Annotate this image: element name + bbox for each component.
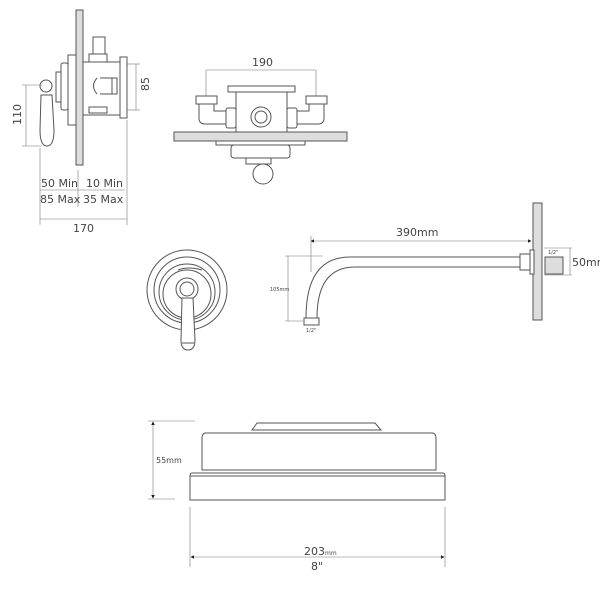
head-diameter-inch-label: 8" [311,560,323,573]
shower-head-view: 55mm 203mm 8" [148,420,446,573]
arm-drop-label: 105mm [270,287,289,293]
valve-top-view: 190 [173,56,348,185]
head-diameter-label: 203mm [304,545,337,558]
left-max-label: 85 Max [40,193,81,206]
valve-height-85-label: 85 [139,77,152,91]
right-max-label: 35 Max [83,193,124,206]
shower-arm-view: 390mm 50mm 1/2" 105mm 1/2" [270,202,600,334]
valve-width-170-label: 170 [73,222,94,235]
left-min-label: 50 Min [41,177,78,190]
right-min-label: 10 Min [86,177,123,190]
valve-side-view: 85 110 50 Min 10 Min 85 Max 35 Max 170 [11,9,152,235]
head-height-label: 55mm [156,456,182,465]
valve-height-110-label: 110 [11,104,24,125]
outlet-thread-label: 1/2" [306,328,316,334]
inlet-thread-label: 1/2" [548,250,558,256]
valve-width-190-label: 190 [252,56,273,69]
inlet-length-label: 50mm [572,256,600,269]
arm-length-label: 390mm [396,226,438,239]
valve-front-view [146,249,228,351]
